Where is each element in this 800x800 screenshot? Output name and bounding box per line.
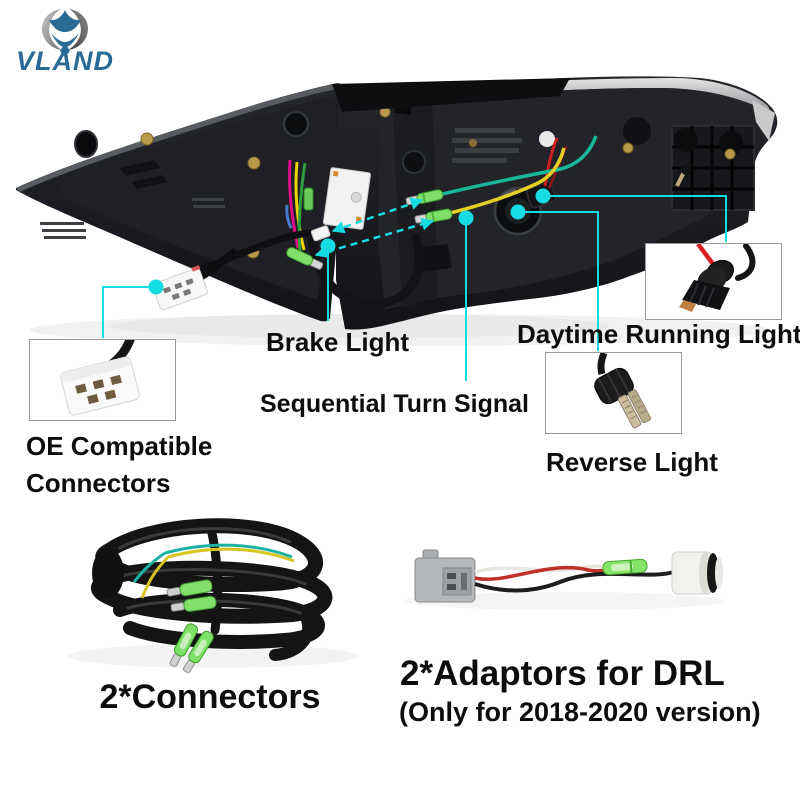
screw (247, 156, 261, 170)
drl-connector-box-image (679, 244, 756, 312)
reverse-bulb-box-image (594, 353, 652, 429)
vland-logo-text: VLAND (16, 46, 114, 76)
oe-connector-box-image (60, 340, 140, 416)
molded-spec-patch (452, 128, 522, 163)
callout-dot-reverse (510, 204, 526, 220)
adaptors-note-label: (Only for 2018-2020 version) (399, 697, 761, 727)
oe-connector-on-lamp (152, 265, 208, 311)
reverse-light-label: Reverse Light (546, 447, 718, 477)
sequential-turn-signal-label: Sequential Turn Signal (260, 390, 530, 418)
reverse-bulb-box (545, 352, 682, 434)
molded-texture (40, 198, 225, 239)
screw (469, 139, 477, 147)
left-lamp (16, 78, 570, 322)
reverse-bulb-socket (493, 186, 543, 236)
callout-dot-sequential (458, 210, 474, 226)
bullet-connector (414, 208, 453, 224)
screw (622, 142, 634, 154)
screw (246, 245, 260, 259)
brake-light-label: Brake Light (266, 327, 410, 357)
led-driver-module (322, 167, 371, 230)
bullet-connector (166, 579, 213, 597)
callout-dot-oe (148, 279, 164, 295)
drl-bulb-socket (525, 137, 568, 209)
adaptors-quantity-label: 2*Adaptors for DRL (400, 654, 725, 693)
callout-line-daytime-running-light (543, 195, 727, 242)
oe-label-line1: OE Compatible (26, 431, 213, 461)
vland-logo-icon: VLAND (16, 9, 114, 76)
daytime-running-light-label: Daytime Running Light (517, 319, 800, 349)
yellow-wire (437, 147, 566, 218)
screw (140, 132, 154, 146)
teal-wire (429, 135, 598, 199)
oe-compatible-connectors-label: OE Compatible Connectors (26, 428, 212, 502)
connection-arrow-upper (331, 197, 424, 234)
connectors-quantity-label: 2*Connectors (99, 678, 321, 716)
mount-bracket (671, 125, 755, 211)
callout-dot-brake (320, 238, 336, 254)
callout-line-oe-connectors (102, 286, 156, 338)
bullet-connector (286, 247, 324, 270)
bullet-connector (405, 189, 444, 206)
bulb-socket (671, 551, 723, 595)
oe-label-line2: Connectors (26, 468, 171, 498)
bullet-connector (170, 595, 217, 612)
molded-badge (539, 131, 555, 147)
callout-dot-drl (535, 188, 551, 204)
bullet-connector (182, 630, 214, 674)
vland-logo: VLAND (8, 4, 148, 79)
wire-loop (307, 233, 424, 309)
small-white-connector (310, 225, 331, 242)
connection-arrow-lower (314, 218, 435, 258)
bullet-connector (602, 558, 648, 576)
oe-connector-box (29, 339, 176, 421)
screw (379, 106, 391, 118)
bullet-connector (169, 623, 199, 668)
drl-connector-box (645, 243, 782, 320)
harness-image (91, 518, 333, 674)
adaptor-image (414, 549, 723, 603)
